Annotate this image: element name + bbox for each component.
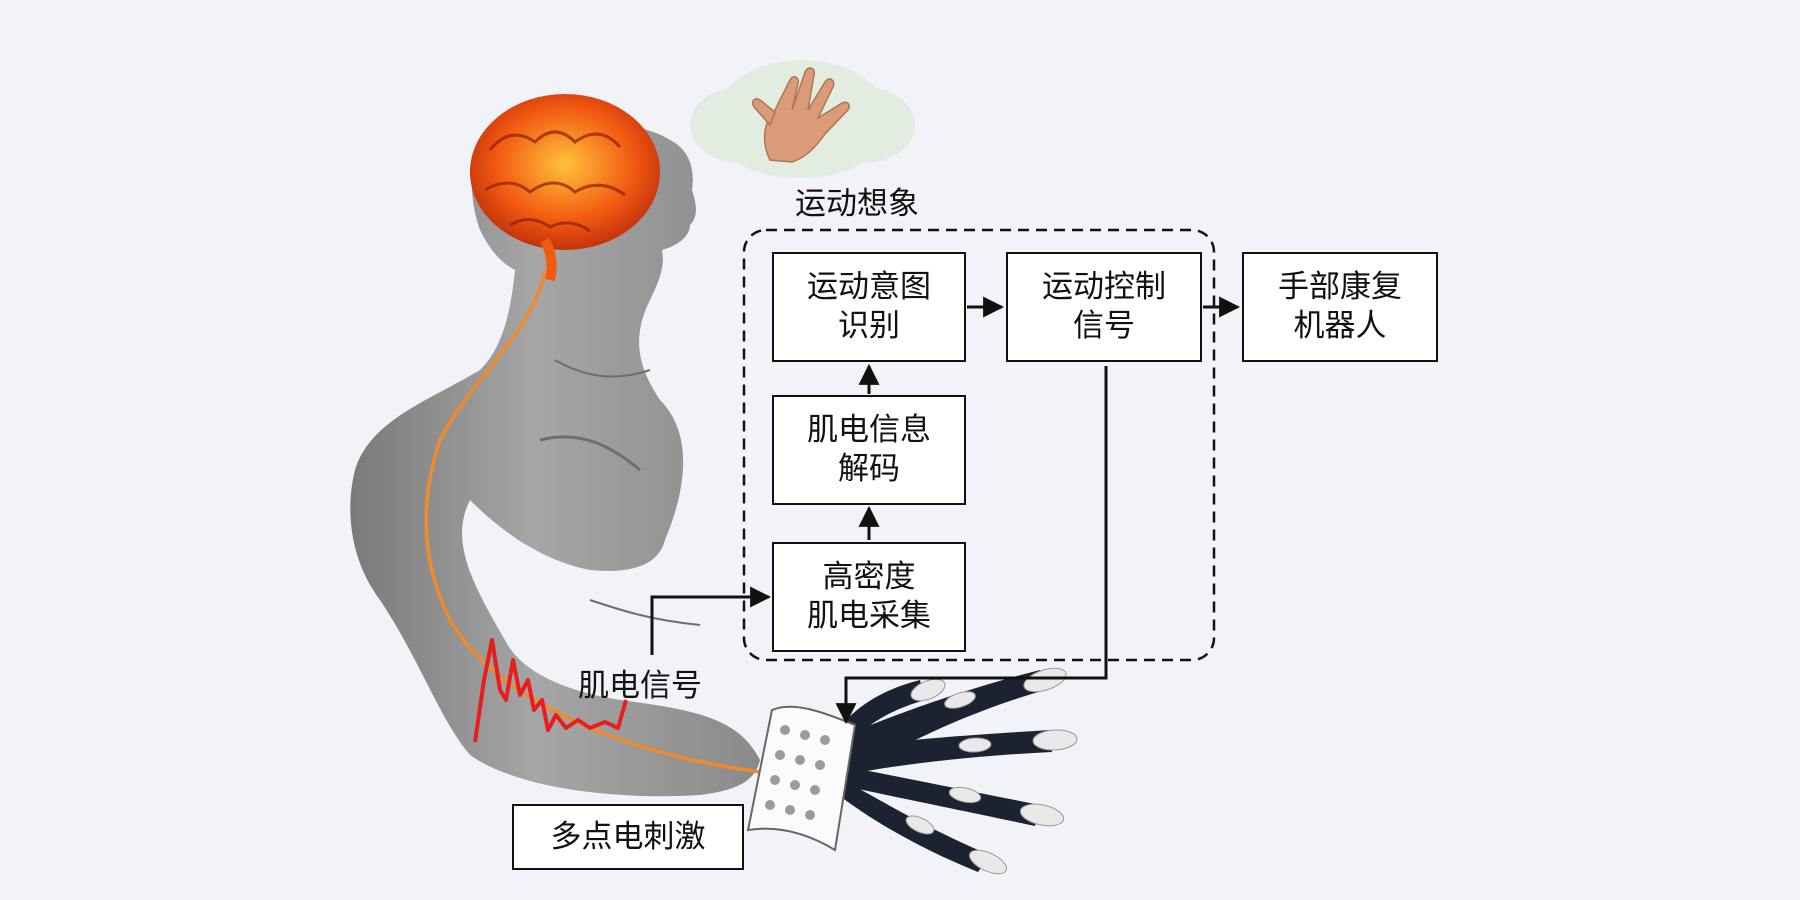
control-signal-box: 运动控制 信号 — [1006, 252, 1202, 362]
emg-signal-label: 肌电信号 — [578, 668, 702, 704]
hd-emg-acquisition-box: 高密度 肌电采集 — [772, 542, 966, 652]
flow-arrows — [650, 296, 1241, 725]
emg-waveform — [473, 638, 628, 743]
arrow-emg-to-acquisition — [650, 586, 772, 655]
multipoint-stimulation-box: 多点电刺激 — [512, 804, 744, 870]
hand-robot-box: 手部康复 机器人 — [1242, 252, 1438, 362]
hand-icon — [752, 67, 850, 163]
electrode-array-icon — [746, 705, 857, 852]
brain-icon — [470, 94, 660, 282]
motor-imagery-label: 运动想象 — [795, 186, 919, 222]
intent-recognition-box: 运动意图 识别 — [772, 252, 966, 362]
arrow-control-to-glove — [835, 366, 1108, 725]
emg-decoding-box: 肌电信息 解码 — [772, 395, 966, 505]
robotic-glove-icon — [835, 667, 1078, 875]
processing-system-boundary — [742, 228, 1216, 662]
